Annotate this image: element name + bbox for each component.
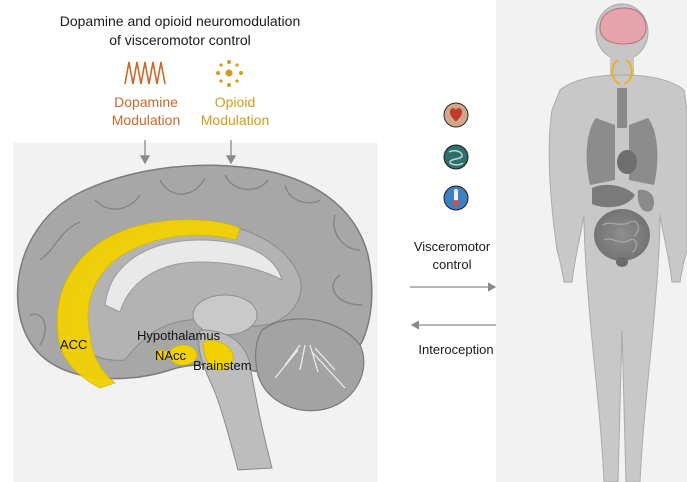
gut-icon (444, 145, 468, 169)
dopamine-spike-icon (125, 62, 165, 84)
opioid-dots-icon (216, 60, 243, 87)
hypothalamus-label: Hypothalamus (137, 328, 220, 343)
brain-illustration (18, 165, 372, 470)
visceromotor-label-line-1: Visceromotor (402, 238, 502, 256)
visceromotor-control-label: Visceromotor control (402, 238, 502, 274)
interoception-label: Interoception (406, 342, 506, 357)
heart-icon (444, 103, 468, 127)
acc-label: ACC (60, 337, 87, 352)
nacc-label: NAcc (155, 348, 186, 363)
brainstem-label: Brainstem (193, 358, 252, 373)
thermometer-icon (444, 186, 468, 210)
visceromotor-label-line-2: control (402, 256, 502, 274)
